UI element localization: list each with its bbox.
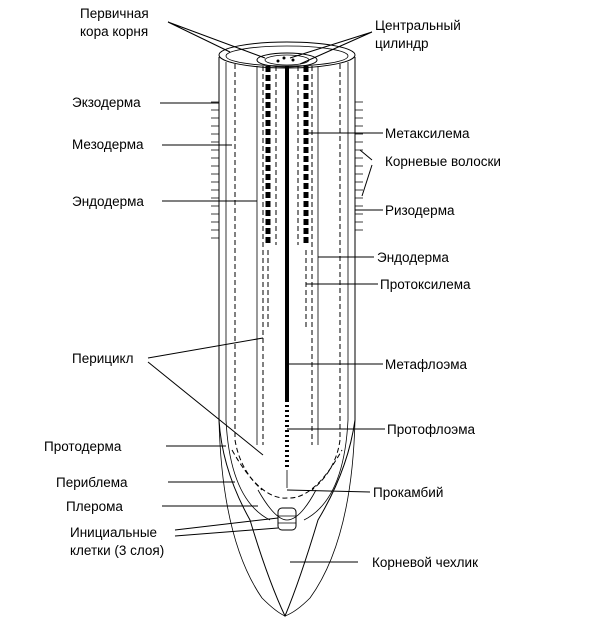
label-protoderm: Протодерма — [44, 439, 122, 454]
label-mesodermis: Мезодерма — [72, 137, 144, 152]
root-hairs-right — [355, 101, 363, 231]
label-metaxylem: Метаксилема — [385, 126, 470, 141]
label-primary-cortex-1: Первичная — [80, 6, 149, 21]
label-periblem: Периблема — [56, 475, 128, 490]
label-protophloem: Протофлоэма — [387, 422, 475, 437]
label-root-hairs: Корневые волоски — [385, 154, 501, 169]
label-initial-cells-2: клетки (3 слоя) — [70, 543, 164, 558]
label-primary-cortex-2: кора корня — [80, 24, 148, 39]
label-metaphloem: Метафлоэма — [385, 357, 468, 372]
label-prokambium: Прокамбий — [373, 485, 443, 500]
label-root-cap: Корневой чехлик — [372, 555, 478, 570]
label-central-cylinder-1: Центральный — [375, 18, 461, 33]
label-protoxylem: Протоксилема — [380, 277, 471, 292]
root-hairs-left — [211, 101, 219, 239]
label-endodermis-right: Эндодерма — [377, 250, 449, 265]
label-exodermis: Экзодерма — [72, 95, 141, 110]
label-central-cylinder-2: цилиндр — [375, 36, 429, 51]
inner-layers — [225, 62, 349, 531]
label-pericycle: Перицикл — [72, 351, 133, 366]
label-plerome: Плерома — [66, 499, 123, 514]
leader-lines — [147, 21, 385, 563]
label-rhizodermis: Ризодерма — [385, 203, 455, 218]
label-endodermis-left: Эндодерма — [72, 194, 144, 209]
label-initial-cells-1: Инициальные — [70, 525, 157, 540]
